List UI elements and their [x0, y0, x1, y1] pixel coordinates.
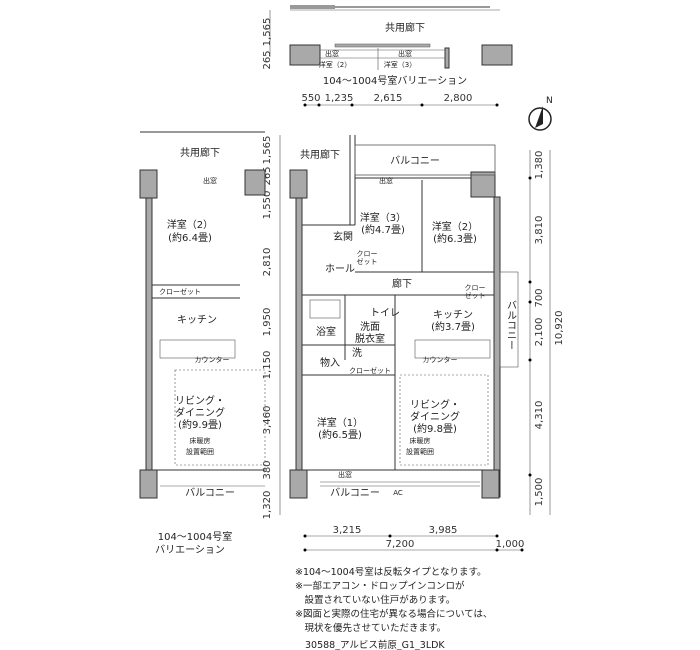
label: 洋室（2）	[167, 218, 213, 231]
bay-window-label: 出窓	[325, 49, 339, 58]
label: 出窓	[203, 176, 217, 185]
right-dimensions: 1,380 3,810 700 2,100 4,310 1,500 10,920	[528, 150, 565, 515]
label: 2,100	[534, 318, 545, 347]
label: リビング・	[175, 394, 225, 407]
notes: ※104～1004号室は反転タイプとなります。 ※一部エアコン・ドロップインコン…	[295, 566, 493, 650]
label: 1,150	[262, 351, 273, 380]
main-plan: 共用廊下 バルコニー 出窓 洋室（3） (約4.7畳) 洋室（2） (約6.3畳…	[289, 135, 519, 499]
corridor-label: 共用廊下	[385, 21, 425, 34]
label: クローゼット	[159, 287, 201, 296]
label: 出窓	[379, 176, 393, 185]
room-label: 洋室（2）	[319, 60, 351, 69]
label: 洋室（1）	[317, 416, 363, 429]
label: 物入	[320, 356, 340, 369]
label: 2,810	[262, 248, 273, 277]
label: キッチン	[433, 309, 473, 321]
label: 共用廊下	[180, 146, 220, 159]
label: カウンター	[195, 355, 230, 364]
dim-label: 2,615	[374, 93, 403, 104]
label: 共用廊下	[300, 148, 340, 161]
label: ※図面と実際の住宅が異なる場合については、	[295, 608, 493, 620]
label: カウンター	[423, 355, 458, 364]
label: 3,985	[429, 525, 458, 536]
dim-label: 550	[301, 93, 320, 104]
label: 現状を優先させていただきます。	[295, 622, 446, 634]
label: (約6.3畳)	[433, 232, 477, 245]
top-dimensions: 550 1,235 2,615 2,800	[301, 93, 499, 107]
label: N	[546, 96, 553, 106]
label: 1,550	[262, 191, 273, 220]
dim-label: 265	[262, 50, 273, 69]
label: バルコニー	[185, 487, 235, 499]
room-label: 洋室（3）	[384, 60, 416, 69]
label: 1,565	[262, 136, 273, 165]
north-arrow-icon: N	[528, 96, 553, 131]
label: (約6.5畳)	[318, 428, 362, 441]
label: 設置範囲	[406, 447, 434, 456]
label: ホール	[325, 263, 355, 275]
label: バリエーション	[155, 544, 225, 556]
label: (約4.7畳)	[361, 223, 405, 236]
label: 廊下	[392, 277, 412, 290]
label: 7,200	[386, 539, 415, 550]
label: (約6.4畳)	[168, 231, 212, 244]
label: ゼット	[465, 291, 486, 300]
label: 設置されていない住戸があります。	[295, 594, 455, 606]
label: キッチン	[177, 314, 217, 326]
label: 玄関	[333, 230, 353, 243]
label: ※104～1004号室は反転タイプとなります。	[295, 566, 487, 578]
label: 洗	[352, 347, 362, 359]
label: 洋室（3）	[360, 211, 406, 224]
label: 700	[534, 288, 545, 307]
label: 洗面	[360, 321, 380, 333]
variant-left: 共用廊下 出窓 洋室（2） (約6.4畳) クローゼット キッチン カウンター …	[139, 131, 266, 556]
label: トイレ	[370, 308, 400, 319]
label: ダイニング	[410, 410, 460, 423]
label: 380	[262, 460, 273, 479]
label: 10,920	[554, 311, 565, 346]
label: 265	[262, 166, 273, 185]
label: クロー	[357, 250, 378, 258]
label: 3,215	[333, 525, 362, 536]
label: 4,310	[534, 401, 545, 430]
footer-code: 30588_アルビス前原_G1_3LDK	[305, 639, 445, 650]
label: 104～1004号室	[158, 530, 233, 543]
label: ※一部エアコン・ドロップインコンロが	[295, 580, 465, 592]
left-dimensions: 1,565 265 1,550 2,810 1,950 1,150 3,460 …	[262, 135, 281, 520]
label: クロー	[465, 284, 486, 292]
label: 1,950	[262, 308, 273, 337]
label: ダイニング	[175, 406, 225, 419]
label: (約9.9畳)	[178, 418, 222, 431]
dim-label: 1,235	[325, 93, 354, 104]
label: 洋室（2）	[432, 220, 478, 233]
label: 3,460	[262, 406, 273, 435]
variant-caption: 104～1004号室バリエーション	[323, 74, 467, 87]
label: 1,380	[534, 151, 545, 180]
label: ゼット	[357, 257, 378, 266]
label: バルコニー	[390, 155, 440, 167]
label: リビング・	[410, 398, 460, 411]
label: 床暖房	[410, 436, 431, 445]
dim-label: 1,565	[262, 18, 273, 47]
label: 1,320	[262, 491, 273, 520]
label: 3,810	[534, 216, 545, 245]
label: バルコニー	[330, 487, 380, 499]
label: 1,500	[534, 478, 545, 507]
label: 1,000	[496, 539, 525, 550]
label: 脱衣室	[355, 332, 385, 345]
label: 出窓	[338, 470, 352, 479]
label: バルコニー	[505, 300, 517, 350]
label: (約3.7畳)	[431, 320, 475, 333]
label: (約9.8畳)	[413, 422, 457, 435]
label: 設置範囲	[186, 447, 214, 456]
label: クローゼット	[349, 366, 391, 375]
label: 浴室	[316, 325, 336, 338]
bay-window-label: 出窓	[398, 49, 412, 58]
label: AC	[393, 489, 403, 497]
variant-top: 共用廊下 出窓 出窓 洋室（2） 洋室（3） 104～1004号室バリエーション…	[262, 5, 513, 87]
bottom-dimensions: 3,215 3,985 7,200 1,000	[303, 525, 525, 552]
label: 床暖房	[190, 436, 211, 445]
dim-label: 2,800	[444, 93, 473, 104]
